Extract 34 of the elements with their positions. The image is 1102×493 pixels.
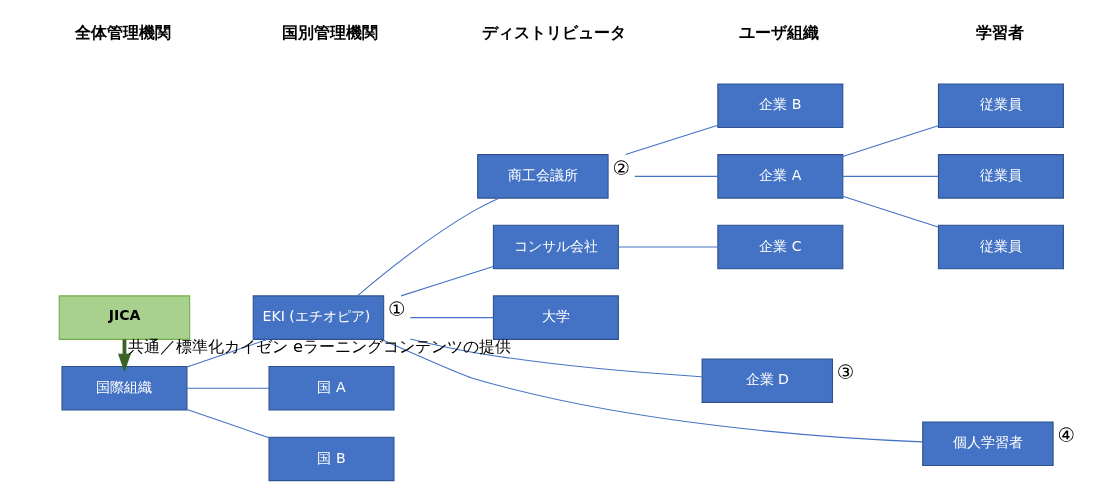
connector: [186, 338, 268, 368]
node-box: 従業員: [937, 153, 1064, 199]
connector: [842, 195, 939, 228]
node-box: 国 A: [268, 365, 395, 411]
node-label: ③: [836, 360, 855, 384]
connector: [624, 124, 719, 155]
node-box: 企業 B: [717, 82, 844, 128]
node-box: 大学: [492, 294, 619, 340]
label: 国別管理機関: [282, 22, 379, 42]
node-box: 企業 A: [717, 153, 844, 199]
label: ディストリビュータ: [482, 22, 627, 42]
node-box: コンサル会社: [492, 224, 619, 269]
node-box: 国際組織: [61, 365, 188, 411]
connector: [381, 338, 923, 442]
connector: [842, 124, 939, 157]
label: ユーザ組織: [739, 22, 820, 42]
connector: [400, 265, 494, 296]
connector: [186, 408, 270, 438]
node-label: ①: [388, 297, 406, 321]
connector: [842, 175, 939, 177]
node-box: 従業員: [937, 82, 1064, 128]
label: 全体管理機関: [75, 22, 172, 42]
node-label: ②: [612, 156, 630, 180]
connector: [409, 316, 494, 318]
connector: [409, 338, 703, 377]
node-label: ④: [1057, 423, 1075, 447]
node-box: 従業員: [937, 224, 1064, 269]
label: 学習者: [975, 22, 1024, 42]
connector: [186, 387, 270, 389]
connector: [618, 245, 719, 248]
connector: [357, 197, 500, 296]
node-box: 企業 C: [717, 224, 844, 269]
node-box: 国 B: [268, 436, 395, 481]
connector: [634, 175, 719, 177]
